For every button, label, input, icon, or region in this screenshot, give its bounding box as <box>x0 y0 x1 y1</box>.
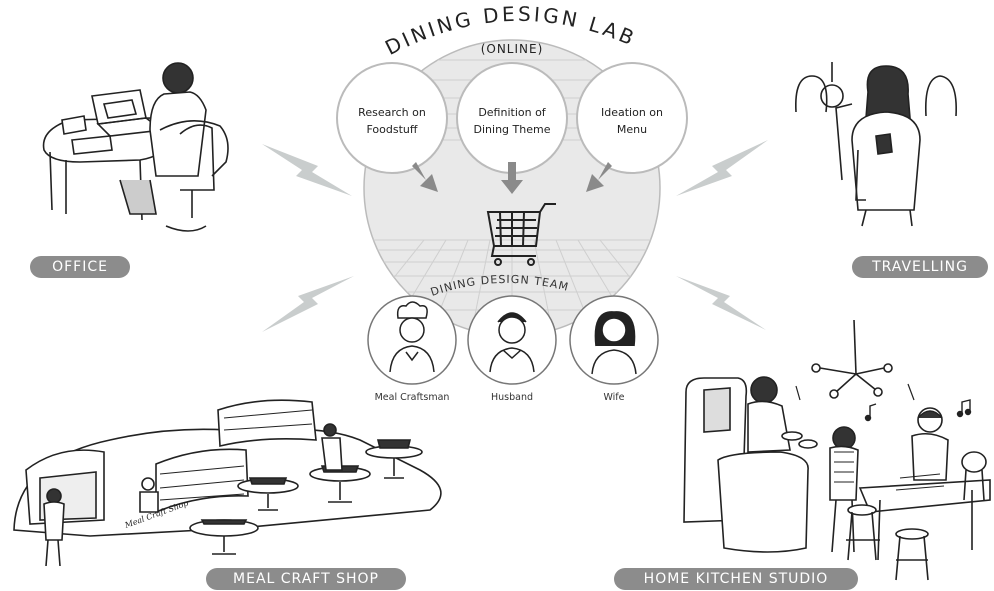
down-arrow-icon <box>412 162 438 192</box>
lab-subtitle: (ONLINE) <box>480 42 544 56</box>
circle-label-line: Ideation on <box>600 106 663 119</box>
circle-label-line: Menu <box>616 123 648 136</box>
idea-circles <box>336 62 688 174</box>
shopping-cart-icon <box>486 203 556 266</box>
location-travelling: TRAVELLING <box>852 256 988 278</box>
circle-ideation: Ideation on Menu <box>580 104 684 138</box>
lightning-bolt-icon <box>262 144 352 196</box>
location-meal-craft-shop: MEAL CRAFT SHOP <box>206 568 406 590</box>
down-arrow-icon <box>586 162 612 192</box>
team-member-label: Meal Craftsman <box>374 392 450 403</box>
circle-label-line: Research on <box>358 106 426 119</box>
team-member-label: Husband <box>490 392 534 403</box>
meal-craftsman-figure <box>389 301 435 373</box>
husband-figure <box>489 312 535 373</box>
travelling-illustration <box>795 62 957 227</box>
location-office: OFFICE <box>30 256 130 278</box>
office-illustration <box>42 62 229 232</box>
circle-research: Research on Foodstuff <box>340 104 444 138</box>
circle-label-line: Dining Theme <box>473 123 551 136</box>
home-kitchen-studio-illustration <box>683 319 991 581</box>
circle-label-line: Foodstuff <box>366 123 418 136</box>
lightning-bolt-icon <box>262 276 354 332</box>
wife-figure <box>591 311 637 375</box>
meal-craft-shop-illustration <box>13 399 442 567</box>
lightning-bolt-icon <box>676 276 766 330</box>
circle-definition: Definition of Dining Theme <box>460 104 564 138</box>
music-note-icon <box>864 403 877 422</box>
down-arrow-icon <box>501 162 523 194</box>
circle-label-line: Definition of <box>478 106 546 119</box>
lightning-bolt-icon <box>676 140 768 196</box>
team-member-label: Wife <box>603 392 625 403</box>
music-note-icon <box>956 399 972 418</box>
location-home-kitchen-studio: HOME KITCHEN STUDIO <box>614 568 858 590</box>
